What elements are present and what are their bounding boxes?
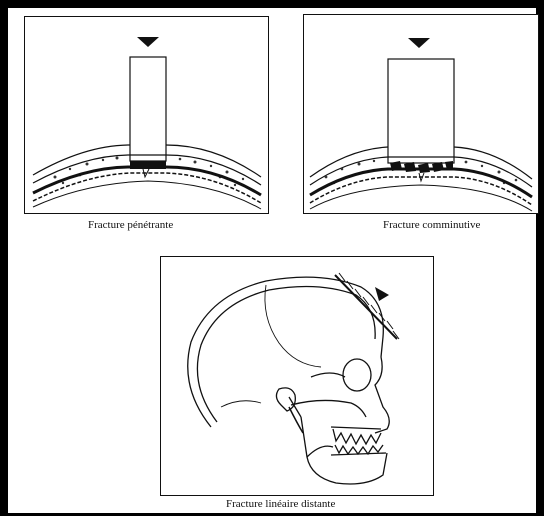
comminuted-fracture-drawing: [304, 15, 537, 212]
impactor-rod: [130, 57, 166, 161]
impact-arrow-icon: [137, 37, 159, 47]
distant-linear-fracture-panel: [160, 256, 434, 496]
impact-arrow-icon: [375, 287, 389, 301]
distant-linear-fracture-caption: Fracture linéaire distante: [226, 498, 335, 510]
comminuted-fracture-panel: [303, 14, 539, 214]
penetrating-fracture-caption: Fracture pénétrante: [88, 219, 173, 231]
fracture-fragment: [130, 161, 166, 169]
figure-frame: Fracture pénétrante: [8, 8, 536, 513]
skull-drawing: [161, 257, 432, 494]
impact-arrow-icon: [408, 38, 430, 48]
penetrating-fracture-panel: [24, 16, 269, 214]
penetrating-fracture-drawing: [25, 17, 267, 212]
comminuted-fracture-caption: Fracture comminutive: [383, 219, 480, 231]
impactor-block: [388, 59, 454, 163]
